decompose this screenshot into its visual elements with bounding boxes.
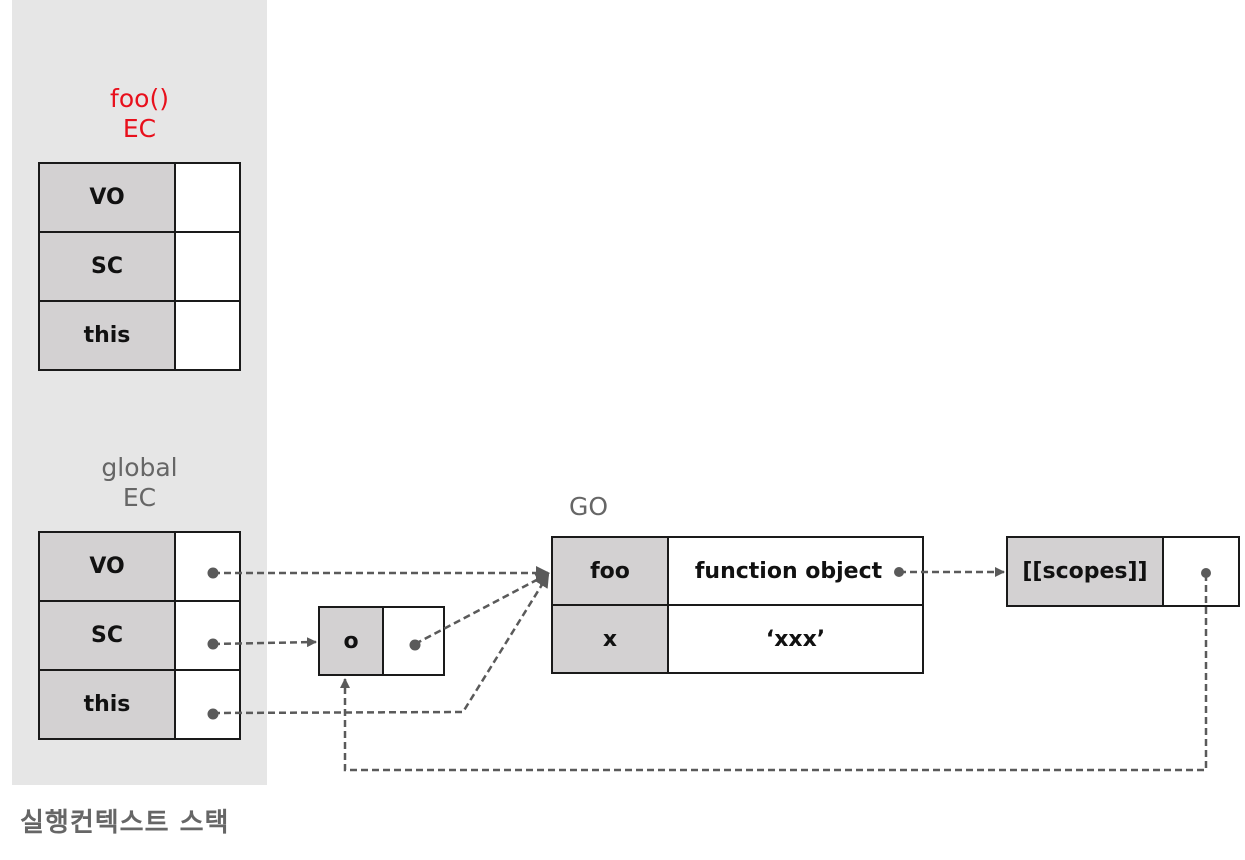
global-ec-table: VO SC this (38, 531, 241, 740)
global-ec-key-this: this (38, 669, 176, 740)
go-key-x: x (551, 604, 669, 674)
stack-caption: 실행컨텍스트 스택 (20, 808, 230, 838)
foo-ec-row-this: this (38, 300, 241, 371)
global-ec-key-sc: SC (38, 600, 176, 671)
global-ec-value-sc (174, 600, 241, 671)
global-ec-title-line1: global (101, 453, 178, 482)
foo-ec-key-vo: VO (38, 162, 176, 233)
o-object-box: o (318, 606, 445, 676)
go-value-x: ‘xxx’ (667, 604, 924, 674)
global-ec-title-line2: EC (122, 483, 157, 512)
global-ec-key-vo: VO (38, 531, 176, 602)
global-ec-title: global EC (12, 453, 267, 513)
global-ec-value-vo (174, 531, 241, 602)
foo-ec-title-line1: foo() (110, 84, 169, 113)
go-key-foo: foo (551, 536, 669, 606)
foo-ec-key-sc: SC (38, 231, 176, 302)
foo-ec-value-this (174, 300, 241, 371)
scopes-row: [[scopes]] (1006, 536, 1240, 607)
foo-ec-value-vo (174, 162, 241, 233)
global-ec-row-vo: VO (38, 531, 241, 602)
go-row-x: x ‘xxx’ (551, 604, 924, 674)
global-ec-row-sc: SC (38, 600, 241, 671)
global-ec-row-this: this (38, 669, 241, 740)
foo-ec-row-sc: SC (38, 231, 241, 302)
go-value-foo: function object (667, 536, 924, 606)
o-object-row: o (318, 606, 445, 676)
go-row-foo: foo function object (551, 536, 924, 606)
go-title: GO (569, 492, 609, 521)
scopes-value (1162, 536, 1240, 607)
scopes-box: [[scopes]] (1006, 536, 1240, 607)
go-table: foo function object x ‘xxx’ (551, 536, 924, 674)
foo-ec-row-vo: VO (38, 162, 241, 233)
o-object-value (382, 606, 445, 676)
foo-ec-key-this: this (38, 300, 176, 371)
scopes-key: [[scopes]] (1006, 536, 1164, 607)
foo-ec-title-line2: EC (122, 114, 157, 143)
global-ec-value-this (174, 669, 241, 740)
foo-ec-title: foo() EC (12, 84, 267, 144)
o-object-key: o (318, 606, 384, 676)
foo-ec-value-sc (174, 231, 241, 302)
foo-ec-table: VO SC this (38, 162, 241, 371)
